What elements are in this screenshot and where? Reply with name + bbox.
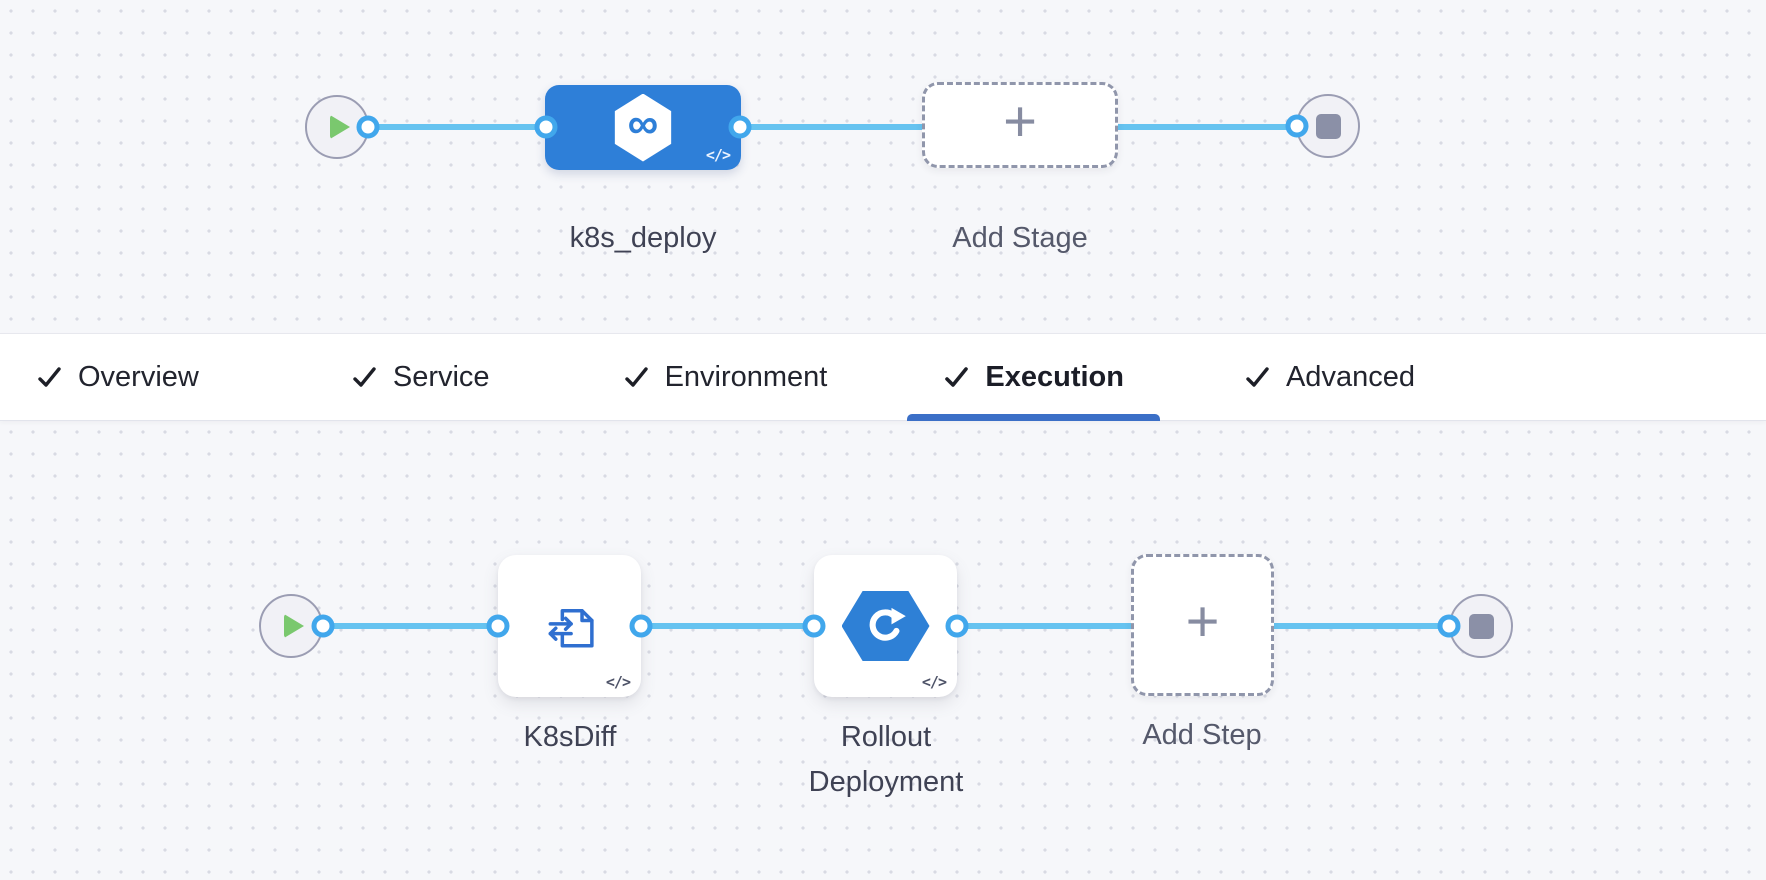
execution-graph-canvas[interactable]: </> K8sDiff </> Rollout Deployment + Add…	[0, 421, 1766, 880]
start-out-port[interactable]	[356, 115, 380, 139]
rollout-deployment-icon	[841, 591, 930, 661]
stage-label: k8s_deploy	[569, 222, 717, 254]
add-step-label: Add Step	[1142, 719, 1262, 751]
add-step-button[interactable]: +	[1131, 554, 1274, 696]
exec-end-in-port[interactable]	[1437, 614, 1461, 638]
add-stage-label: Add Stage	[952, 222, 1088, 254]
play-icon	[330, 115, 350, 139]
tab-service[interactable]: Service	[315, 334, 526, 420]
plus-icon: +	[1003, 89, 1037, 154]
tab-label: Overview	[78, 360, 199, 393]
tab-label: Environment	[664, 360, 828, 393]
tab-environment[interactable]: Environment	[587, 334, 864, 420]
tab-label: Advanced	[1285, 360, 1415, 393]
tab-overview[interactable]: Overview	[0, 334, 235, 420]
k8sdiff-out-port[interactable]	[629, 614, 653, 638]
stage-graph-canvas[interactable]: ∞ </> k8s_deploy + Add Stage	[0, 0, 1766, 333]
infinity-glyph: ∞	[627, 100, 659, 148]
rollout-label: Rollout Deployment	[808, 721, 964, 798]
k8s-diff-icon	[548, 608, 594, 648]
exec-start-out-port[interactable]	[311, 614, 335, 638]
stop-icon	[1315, 113, 1341, 139]
code-badge-icon: </>	[705, 146, 731, 164]
tab-label: Service	[392, 360, 490, 393]
tab-execution[interactable]: Execution	[907, 334, 1160, 421]
stage-out-port[interactable]	[728, 115, 752, 139]
end-in-port[interactable]	[1285, 114, 1309, 138]
tab-advanced[interactable]: Advanced	[1208, 334, 1451, 420]
code-badge-icon: </>	[605, 673, 631, 691]
k8sdiff-label: K8sDiff	[523, 721, 617, 753]
step-node-k8sdiff[interactable]: </>	[498, 555, 641, 697]
step-node-rollout-deployment[interactable]: </>	[814, 555, 957, 697]
rollout-out-port[interactable]	[945, 614, 969, 638]
rollout-in-port[interactable]	[802, 614, 826, 638]
check-icon	[353, 366, 376, 387]
stage-in-port[interactable]	[534, 115, 558, 139]
stage-flow-line	[337, 124, 1328, 130]
active-tab-underline	[907, 414, 1160, 421]
stage-config-tab-bar: Overview Service Environment Execution	[0, 333, 1766, 421]
check-icon	[1246, 366, 1269, 387]
check-icon	[38, 366, 61, 387]
add-stage-button[interactable]: +	[922, 82, 1118, 168]
code-badge-icon: </>	[921, 673, 947, 691]
check-icon	[945, 366, 969, 387]
harness-stage-icon: ∞	[614, 93, 672, 162]
play-icon	[284, 614, 304, 638]
tab-label: Execution	[985, 360, 1124, 393]
check-icon	[624, 366, 648, 387]
stage-node-k8s-deploy[interactable]: ∞ </>	[545, 85, 741, 170]
stop-icon	[1468, 613, 1494, 639]
k8sdiff-in-port[interactable]	[486, 614, 510, 638]
plus-icon: +	[1185, 589, 1220, 654]
